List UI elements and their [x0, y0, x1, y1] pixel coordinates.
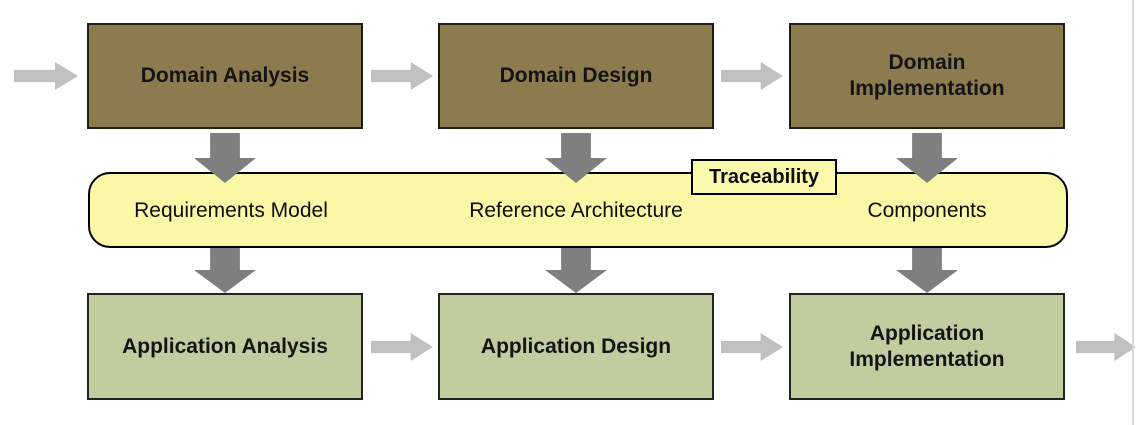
box-domain-implementation: Domain Implementation: [789, 23, 1065, 129]
box-label: Application Implementation: [849, 321, 1005, 371]
flow-arrow-down-icon: [545, 247, 607, 293]
box-label: Application Analysis: [122, 334, 328, 358]
flow-arrow-right-icon: [14, 62, 78, 90]
box-label: Domain Implementation: [849, 51, 1005, 100]
box-label: Domain Analysis: [140, 64, 310, 87]
box-application-design: Application Design: [438, 293, 714, 400]
artifact-reference-architecture: Reference Architecture: [469, 199, 683, 222]
artifact-components: Components: [867, 199, 987, 222]
box-label: Domain Design: [499, 64, 653, 87]
flow-arrow-right-icon: [1076, 333, 1136, 361]
artifact-band: [88, 172, 1068, 248]
flow-arrow-down-icon: [194, 247, 256, 293]
traceability-tag: Traceability: [691, 159, 837, 195]
box-label: Application Design: [480, 334, 672, 358]
box-domain-analysis: Domain Analysis: [87, 23, 363, 129]
box-domain-design: Domain Design: [438, 23, 714, 129]
traceability-label: Traceability: [708, 165, 820, 188]
flow-arrow-right-icon: [371, 333, 433, 361]
flow-arrow-right-icon: [371, 62, 433, 90]
box-application-implementation: Application Implementation: [789, 293, 1065, 400]
page-edge-line: [1132, 0, 1134, 425]
flow-arrow-right-icon: [721, 62, 783, 90]
flow-arrow-right-icon: [721, 333, 783, 361]
artifact-requirements-model: Requirements Model: [134, 199, 328, 222]
flow-arrow-down-icon: [896, 247, 958, 293]
box-application-analysis: Application Analysis: [87, 293, 363, 400]
